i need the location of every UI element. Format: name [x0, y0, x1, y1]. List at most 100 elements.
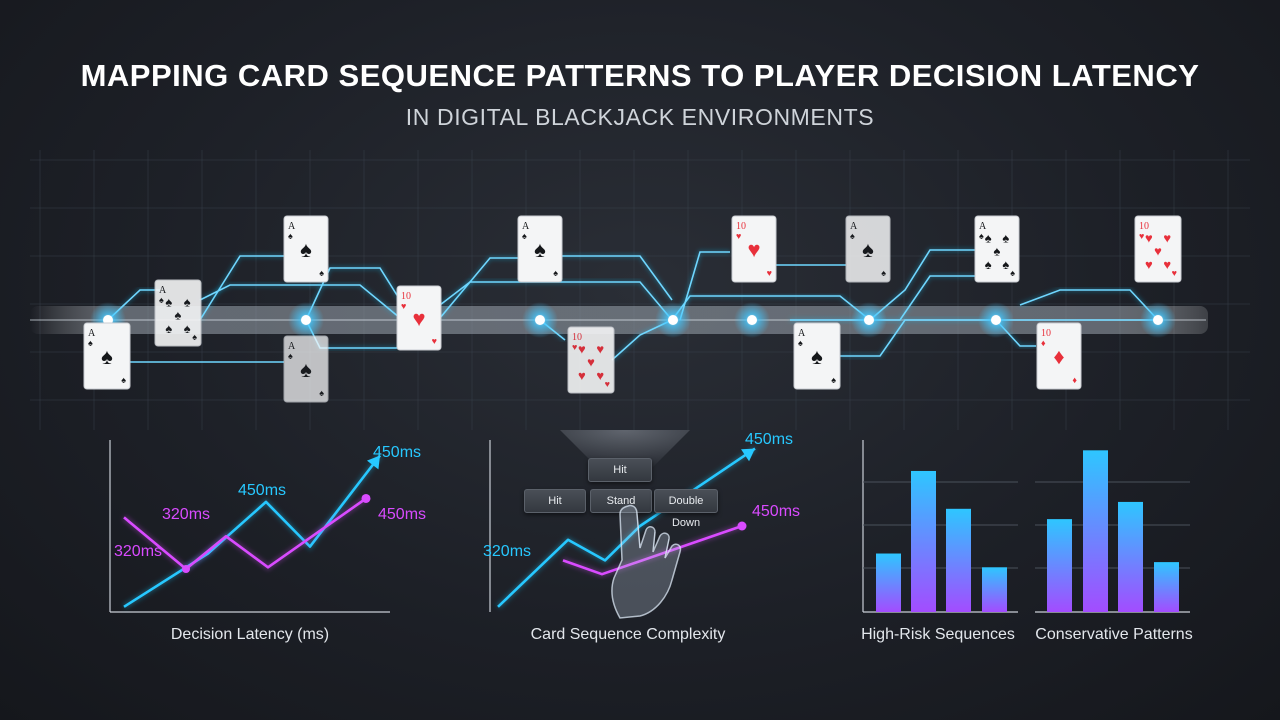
chart1-xlabel: Decision Latency (ms): [170, 626, 330, 643]
card-face: [283, 215, 329, 283]
card-rank: A: [288, 221, 296, 232]
playing-card: A♠♠♠♠♠♠♠: [154, 279, 202, 347]
card-pip: ♠: [1002, 231, 1009, 246]
card-suit-small: ♠: [979, 231, 984, 241]
annotation-label: 450ms: [238, 482, 286, 499]
hit-button-top[interactable]: Hit: [588, 458, 652, 482]
card-rank: A: [288, 341, 296, 352]
timeline-node: [301, 315, 311, 325]
card-suit-corner: ♥: [767, 268, 772, 278]
bar: [876, 553, 901, 612]
card-pip: ♠: [165, 321, 172, 336]
playing-card: 10♦♦♦: [1036, 322, 1082, 390]
card-pip: ♠: [811, 344, 823, 369]
timeline-node: [1153, 315, 1163, 325]
card-suit-small: ♥: [572, 342, 577, 352]
card-pip: ♠: [534, 237, 546, 262]
card-pip: ♠: [184, 295, 191, 310]
card-suit-corner: ♠: [319, 388, 324, 398]
card-suit-small: ♥: [401, 301, 406, 311]
card-pip: ♥: [587, 355, 595, 370]
series-line-magenta: [123, 497, 367, 571]
card-suit-corner: ♠: [831, 375, 836, 385]
card-suit-corner: ♠: [319, 268, 324, 278]
card-face: [517, 215, 563, 283]
card-suit-corner: ♠: [881, 268, 886, 278]
chart3-category-2: Conservative Patterns: [1035, 626, 1193, 643]
card-pip: ♦: [1053, 344, 1064, 369]
playing-card: 10♥♥♥: [396, 285, 442, 351]
playing-card: 10♥♥♥♥♥♥♥: [567, 326, 615, 394]
bar: [946, 508, 971, 612]
circuit-line: [869, 249, 975, 321]
card-pip: ♥: [596, 342, 604, 357]
card-face: [154, 279, 202, 347]
card-rank: A: [159, 285, 167, 296]
card-suit-corner: ♠: [121, 375, 126, 385]
card-pip: ♠: [985, 231, 992, 246]
card-pip: ♥: [747, 237, 760, 262]
card-pip: ♥: [596, 368, 604, 383]
annotation-label: 450ms: [373, 444, 421, 461]
card-pip: ♥: [1163, 257, 1171, 272]
card-suit-small: ♠: [288, 231, 293, 241]
card-pip: ♠: [985, 257, 992, 272]
bar: [1118, 501, 1143, 612]
card-pip: ♠: [184, 321, 191, 336]
playing-card: A♠♠♠: [517, 215, 563, 283]
card-rank: A: [798, 328, 806, 339]
timeline-node: [535, 315, 545, 325]
subtitle: IN DIGITAL BLACKJACK ENVIRONMENTS: [405, 104, 875, 130]
card-face: [1036, 322, 1082, 390]
card-pip: ♥: [578, 368, 586, 383]
card-pip: ♥: [578, 342, 586, 357]
card-pip: ♥: [1145, 231, 1153, 246]
playing-card: A♠♠♠: [283, 335, 329, 403]
card-face: [845, 215, 891, 283]
bar: [911, 470, 936, 612]
timeline-bar: [30, 306, 1208, 334]
card-suit-corner: ♠: [1010, 268, 1015, 278]
card-suit-corner: ♥: [1172, 268, 1177, 278]
circuit-line: [439, 257, 518, 319]
bar: [982, 567, 1007, 612]
card-suit-small: ♠: [288, 351, 293, 361]
bar: [1083, 450, 1108, 612]
card-face: [283, 335, 329, 403]
card-pip: ♥: [412, 306, 425, 331]
series-line-magenta: [562, 524, 743, 576]
card-face: [83, 322, 131, 390]
annotation-label: 320ms: [162, 506, 210, 523]
card-pip: ♥: [1154, 244, 1162, 259]
card-face: [731, 215, 777, 283]
hit-button[interactable]: Hit: [524, 489, 586, 513]
circuit-line: [679, 251, 730, 321]
card-face: [567, 326, 615, 394]
card-pip: ♠: [300, 237, 312, 262]
card-rank: 10: [572, 332, 582, 343]
sequence-bar-chart: [862, 440, 1190, 613]
card-rank: 10: [1041, 328, 1051, 339]
card-pip: ♠: [165, 295, 172, 310]
series-arrow: [741, 448, 755, 462]
playing-card: A♠♠♠: [83, 322, 131, 390]
circuit-line: [840, 319, 996, 357]
card-suit-corner: ♦: [1072, 375, 1077, 385]
card-suit-small: ♠: [850, 231, 855, 241]
playing-card: 10♥♥♥♥♥♥♥: [1134, 215, 1182, 283]
annotation-label: 450ms: [752, 503, 800, 520]
timeline-node: [864, 315, 874, 325]
double-down-button[interactable]: Double Down: [654, 489, 718, 529]
playing-card: 10♥♥♥: [731, 215, 777, 283]
card-rank: 10: [736, 221, 746, 232]
card-suit-corner: ♥: [432, 336, 437, 346]
series-glow: [122, 453, 383, 610]
circuit-line: [790, 275, 975, 321]
series-end-point: [737, 521, 747, 531]
card-suit-small: ♠: [88, 338, 93, 348]
playing-card: A♠♠♠♠♠♠♠: [974, 215, 1020, 283]
card-sequence: A♠♠♠A♠♠♠♠♠♠♠A♠♠♠A♠♠♠10♥♥♥A♠♠♠10♥♥♥♥♥♥♥10…: [83, 215, 1182, 403]
main-title: MAPPING CARD SEQUENCE PATTERNS TO PLAYER…: [80, 58, 1200, 93]
